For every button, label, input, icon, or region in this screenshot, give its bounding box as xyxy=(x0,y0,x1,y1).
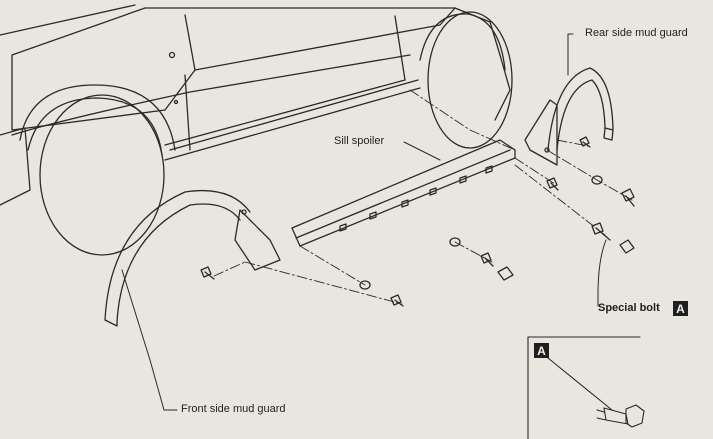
sill-spoiler-label: Sill spoiler xyxy=(334,135,385,147)
front-tire xyxy=(39,94,165,256)
detail-badge: A xyxy=(534,343,549,358)
special-bolt-label: Special bolt xyxy=(598,302,660,314)
sill-clip xyxy=(497,266,514,281)
b-pillar xyxy=(184,14,196,71)
front-guard-bottom xyxy=(104,319,118,327)
special-bolt-leader xyxy=(597,239,607,307)
detail-inset xyxy=(527,336,645,439)
front-bumper xyxy=(0,127,31,206)
rear-mud-guard-label: Rear side mud guard xyxy=(585,27,688,39)
rear-wheel xyxy=(419,11,513,149)
front-wheel-arch-inner xyxy=(27,97,163,156)
front-guard-outer xyxy=(104,189,251,321)
alignment-lines xyxy=(213,89,633,305)
rear-clip xyxy=(619,239,635,254)
front-screw-2 xyxy=(390,294,404,307)
roof-line xyxy=(0,4,136,36)
front-screw-1 xyxy=(200,266,215,280)
rear-guard-inner xyxy=(556,79,606,151)
body-side-line xyxy=(11,54,411,136)
door-rear-edge xyxy=(394,15,406,81)
front-guard-panel xyxy=(234,209,281,271)
special-bolt-badge: A xyxy=(673,301,688,316)
detail-leader xyxy=(547,357,613,411)
rear-guard-tip xyxy=(603,127,614,141)
sill-washer xyxy=(449,237,461,247)
front-guard-leader xyxy=(121,269,178,411)
front-fasteners xyxy=(200,222,611,307)
sill-front-end xyxy=(291,227,301,247)
sill-top-edge xyxy=(291,139,516,229)
sill-spoiler-part xyxy=(291,139,516,247)
window-frame xyxy=(11,7,456,131)
front-wheel xyxy=(0,84,176,256)
sill-clips xyxy=(339,165,493,232)
rear-wheel-arch xyxy=(419,13,506,71)
rear-guard-hole xyxy=(544,147,550,153)
rear-washer-1 xyxy=(591,175,603,185)
front-mud-guard-label: Front side mud guard xyxy=(181,403,286,415)
rear-screw-3 xyxy=(579,136,591,148)
front-guard-inner xyxy=(116,203,241,323)
rocker-panel xyxy=(164,87,421,161)
rear-fasteners xyxy=(546,136,635,254)
door-lower-edge xyxy=(164,79,406,146)
rear-bumper xyxy=(494,54,511,121)
rear-tire xyxy=(427,11,513,149)
rear-guard-leader xyxy=(567,33,574,76)
fuel-lid-dot xyxy=(168,51,176,59)
door-handle-dot xyxy=(173,99,179,105)
rocker-panel-lower xyxy=(169,79,419,151)
rear-guard-outer xyxy=(547,67,614,151)
detail-bolt xyxy=(596,404,645,428)
front-guard-hole xyxy=(241,209,247,215)
sill-leader xyxy=(403,141,441,161)
door-front-edge xyxy=(184,74,191,151)
front-wheel-arch xyxy=(19,84,176,151)
car-body xyxy=(0,4,511,161)
sill-mid-line xyxy=(295,149,511,239)
rear-guard-bracket xyxy=(524,99,558,166)
rear-mud-guard xyxy=(524,67,614,166)
rear-screw-2 xyxy=(546,177,559,191)
front-washer xyxy=(359,280,371,290)
leader-lines xyxy=(121,33,607,411)
front-mud-guard xyxy=(104,189,281,327)
